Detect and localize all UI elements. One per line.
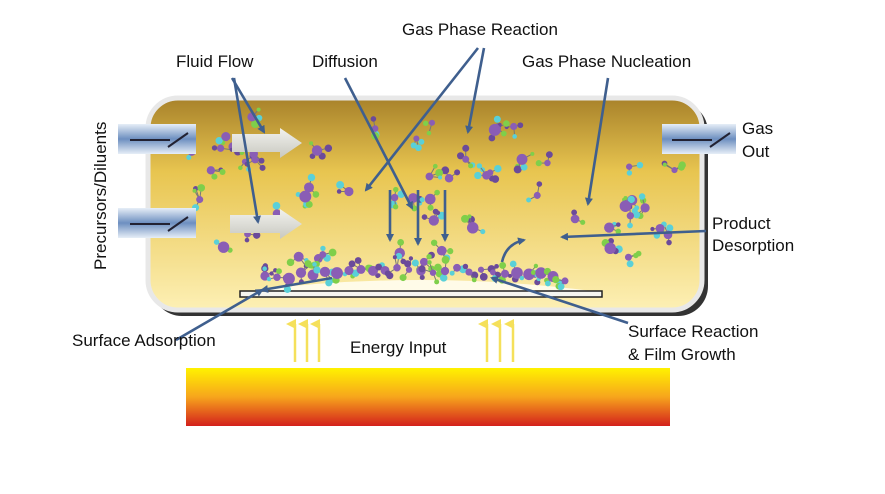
label-surface-adsorption: Surface Adsorption	[72, 331, 216, 350]
label-product-desorption-1: Product	[712, 214, 771, 233]
fluid-flow-arrow-bottom	[230, 209, 302, 239]
desorption-curve-arrow	[500, 237, 526, 263]
product-desorption-pointer	[560, 229, 707, 241]
surface-adsorption-pointer	[260, 276, 333, 293]
molecule	[304, 173, 320, 198]
molecule	[434, 259, 450, 282]
molecule	[570, 209, 586, 225]
molecule	[507, 260, 523, 283]
molecule	[552, 276, 569, 291]
diffusion-pointer	[343, 77, 414, 210]
outlet-pipe	[662, 124, 736, 154]
molecule	[513, 151, 535, 174]
label-fluid-flow: Fluid Flow	[176, 52, 254, 71]
molecule	[535, 151, 553, 167]
molecule	[425, 163, 443, 181]
gas-phase-reaction-pointer-left	[364, 47, 480, 192]
molecule	[213, 239, 233, 253]
molecule	[331, 267, 348, 284]
molecule	[624, 250, 642, 268]
molecule	[410, 135, 425, 152]
molecule	[456, 144, 476, 169]
molecule	[424, 189, 440, 211]
molecule	[399, 256, 414, 282]
molecule	[486, 164, 502, 183]
fluid-flow-arrow-top	[232, 128, 302, 158]
inlet-pipe-bottom	[118, 208, 196, 238]
molecule	[625, 161, 644, 176]
label-product-desorption-2: Desorption	[712, 236, 794, 255]
molecule	[526, 181, 543, 203]
label-gas-phase-nucleation: Gas Phase Nucleation	[522, 52, 691, 71]
heater	[186, 368, 670, 426]
molecule	[504, 122, 524, 139]
molecule	[215, 132, 231, 146]
pointer-arrows	[230, 47, 707, 325]
label-diffusion: Diffusion	[312, 52, 378, 71]
molecule	[422, 119, 436, 136]
gas-phase-nucleation-pointer	[584, 77, 610, 206]
molecule	[530, 267, 547, 286]
molecule	[461, 214, 486, 235]
molecule	[206, 166, 226, 180]
molecule	[477, 265, 496, 281]
label-surface-reaction-2: & Film Growth	[628, 345, 736, 364]
molecule	[495, 261, 510, 278]
molecule	[604, 221, 621, 235]
molecule	[619, 195, 635, 212]
molecule	[295, 260, 314, 285]
label-gas-out-1: Gas	[742, 119, 773, 138]
label-precursors-diluents: Precursors/Diluents	[91, 122, 110, 270]
molecule	[462, 263, 479, 283]
label-gas-phase-reaction: Gas Phase Reaction	[402, 20, 558, 39]
molecule	[384, 252, 403, 277]
molecule	[418, 260, 440, 285]
molecule	[633, 193, 650, 220]
molecule	[661, 160, 686, 174]
molecule	[295, 190, 313, 209]
surface-adsorption-pointer-line	[175, 288, 264, 342]
label-energy-input: Energy Input	[350, 338, 447, 357]
fluid-flow-pointer-top	[230, 77, 266, 134]
fluid-flow-pointer-bottom	[232, 77, 261, 224]
label-gas-out-2: Out	[742, 142, 770, 161]
gas-phase-reaction-pointer-right	[465, 47, 486, 134]
label-surface-reaction-1: Surface Reaction	[628, 322, 758, 341]
molecule	[601, 237, 623, 255]
energy-arrows	[286, 319, 515, 362]
molecule	[488, 122, 502, 142]
molecule	[441, 166, 461, 183]
molecule	[336, 180, 354, 197]
inlet-pipe-top	[118, 124, 196, 154]
surface-reaction-pointer	[490, 276, 629, 325]
molecule	[309, 141, 333, 160]
